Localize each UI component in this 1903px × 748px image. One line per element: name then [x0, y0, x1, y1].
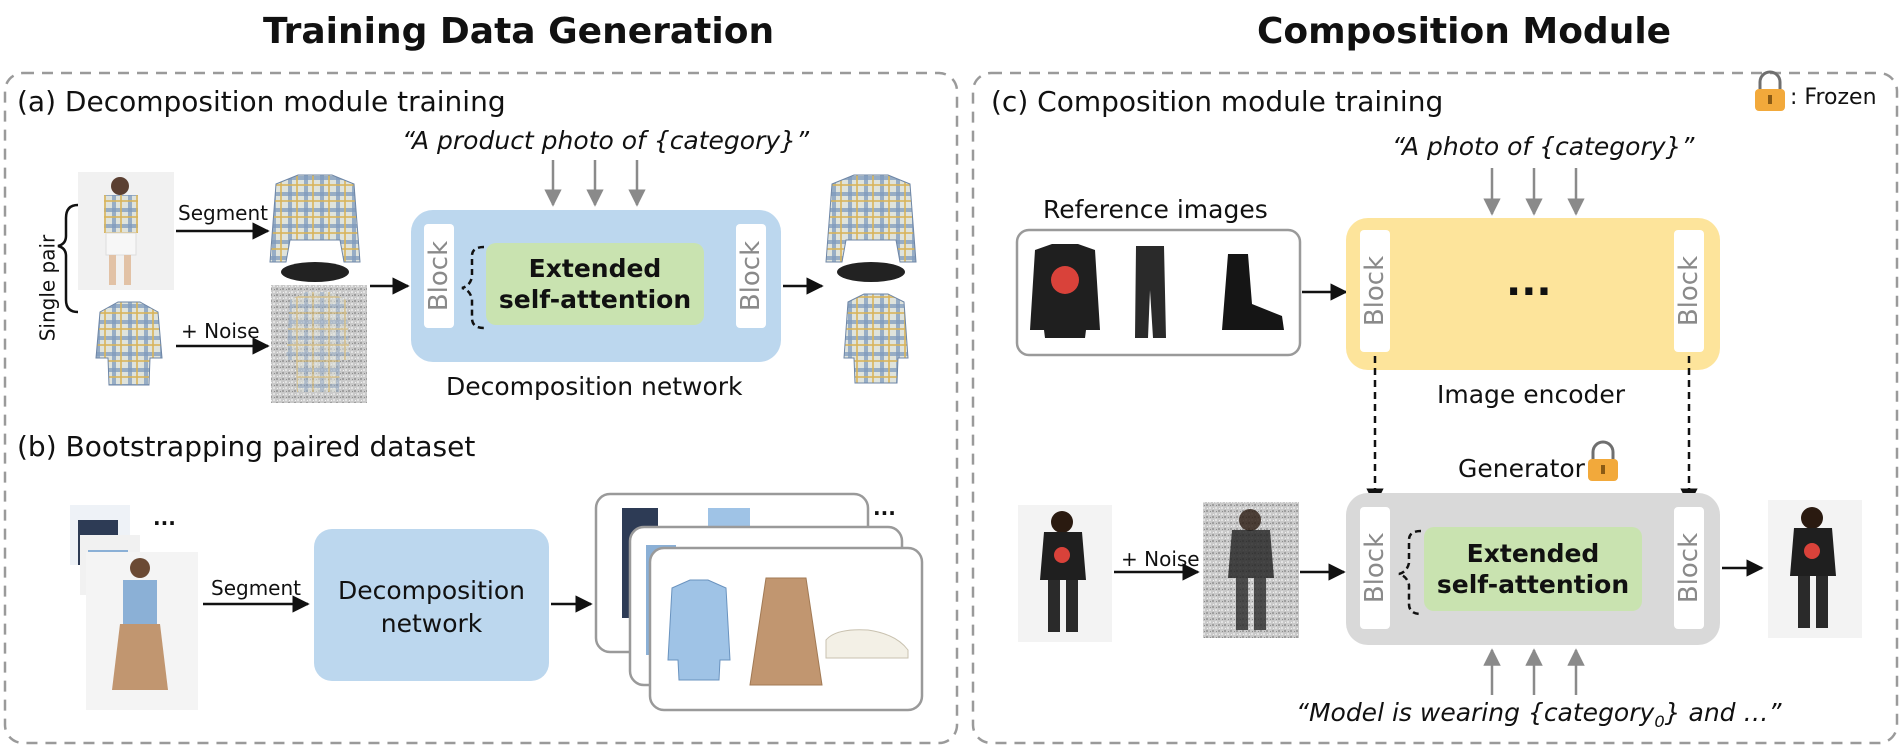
single-pair-label: Single pair: [35, 234, 60, 342]
dashed-brace-a: [461, 245, 485, 330]
dashed-brace-c: [1398, 529, 1422, 616]
decomposition-network-label-a: Decomposition network: [446, 372, 743, 401]
network-line2-b: network: [380, 608, 483, 638]
model-photo-a: [78, 172, 174, 290]
reference-garments: [1030, 244, 1284, 338]
attention-label-a: Extended self-attention: [486, 253, 704, 316]
generator-label: Generator: [1458, 454, 1585, 483]
block-encoder-left: Block: [1360, 230, 1390, 352]
attention-box-a: [486, 243, 704, 325]
attention-line1-c: Extended: [1466, 539, 1600, 568]
stack-ellipsis-b: ...: [153, 506, 176, 530]
block-generator-right-label: Block: [1674, 532, 1705, 604]
output-shirt-a: [825, 174, 917, 384]
encoder-dots: ···: [1506, 269, 1552, 315]
attention-label-c: Extended self-attention: [1424, 538, 1642, 601]
prompt-bottom-section-c: “Model is wearing {category0} and …”: [1296, 700, 1781, 730]
image-encoder-label: Image encoder: [1437, 380, 1626, 409]
block-generator-right: Block: [1674, 507, 1704, 629]
block-encoder-left-label: Block: [1360, 255, 1391, 327]
segment-label-a: Segment: [178, 201, 268, 225]
shirt-photo-a: [95, 301, 163, 386]
prompt-top-section-c: “A photo of {category}”: [1392, 132, 1695, 161]
model-photo-c: [1018, 505, 1112, 642]
block-encoder-right: Block: [1674, 230, 1704, 352]
heading-section-c: (c) Composition module training: [991, 85, 1444, 118]
segmented-shirt-a: [269, 174, 361, 282]
block-left-a-label: Block: [424, 240, 455, 312]
single-pair-brace: [57, 203, 79, 314]
attention-line1-a: Extended: [528, 254, 662, 283]
left-panel-border: [3, 71, 959, 745]
decomposition-network-label-b: Decomposition network: [314, 575, 549, 640]
heading-section-a: (a) Decomposition module training: [17, 85, 506, 118]
prompt-bottom-sub: 0: [1654, 712, 1665, 731]
reference-images-label: Reference images: [1043, 195, 1268, 224]
output-garments-b: [667, 577, 909, 686]
lock-icon-legend: [1755, 70, 1785, 111]
model-stack-b: [70, 505, 198, 710]
attention-line2-c: self-attention: [1436, 570, 1630, 600]
noisy-shirt-a: [271, 285, 367, 403]
block-right-a: Block: [736, 224, 766, 328]
attention-line2-a: self-attention: [498, 285, 692, 315]
segment-label-b: Segment: [211, 576, 301, 600]
output-model-c: [1768, 500, 1862, 638]
heading-section-b: (b) Bootstrapping paired dataset: [17, 430, 476, 463]
title-composition-module: Composition Module: [1257, 11, 1672, 52]
noisy-model-c: [1203, 502, 1299, 638]
network-line1-b: Decomposition: [337, 576, 526, 605]
prompt-section-a: “A product photo of {category}”: [402, 126, 810, 155]
block-right-a-label: Block: [736, 240, 767, 312]
block-generator-left-label: Block: [1360, 532, 1391, 604]
frozen-legend-label: : Frozen: [1790, 85, 1877, 110]
image-encoder-box: [1346, 218, 1720, 370]
prompt-bottom-post: } and …”: [1664, 698, 1782, 727]
right-panel-border: [971, 71, 1899, 745]
block-left-a: Block: [424, 224, 454, 328]
noise-label-a: + Noise: [181, 319, 260, 343]
lock-icon-generator: [1588, 440, 1618, 481]
decomposition-network-box-b: [314, 529, 549, 681]
attention-box-c: [1424, 527, 1642, 611]
block-generator-left: Block: [1360, 507, 1390, 629]
block-encoder-right-label: Block: [1674, 255, 1705, 327]
card-ellipsis-b: ...: [873, 496, 896, 520]
title-training-data-generation: Training Data Generation: [263, 11, 775, 52]
prompt-bottom-pre: “Model is wearing {category: [1296, 698, 1655, 727]
noise-label-c: + Noise: [1121, 547, 1200, 571]
